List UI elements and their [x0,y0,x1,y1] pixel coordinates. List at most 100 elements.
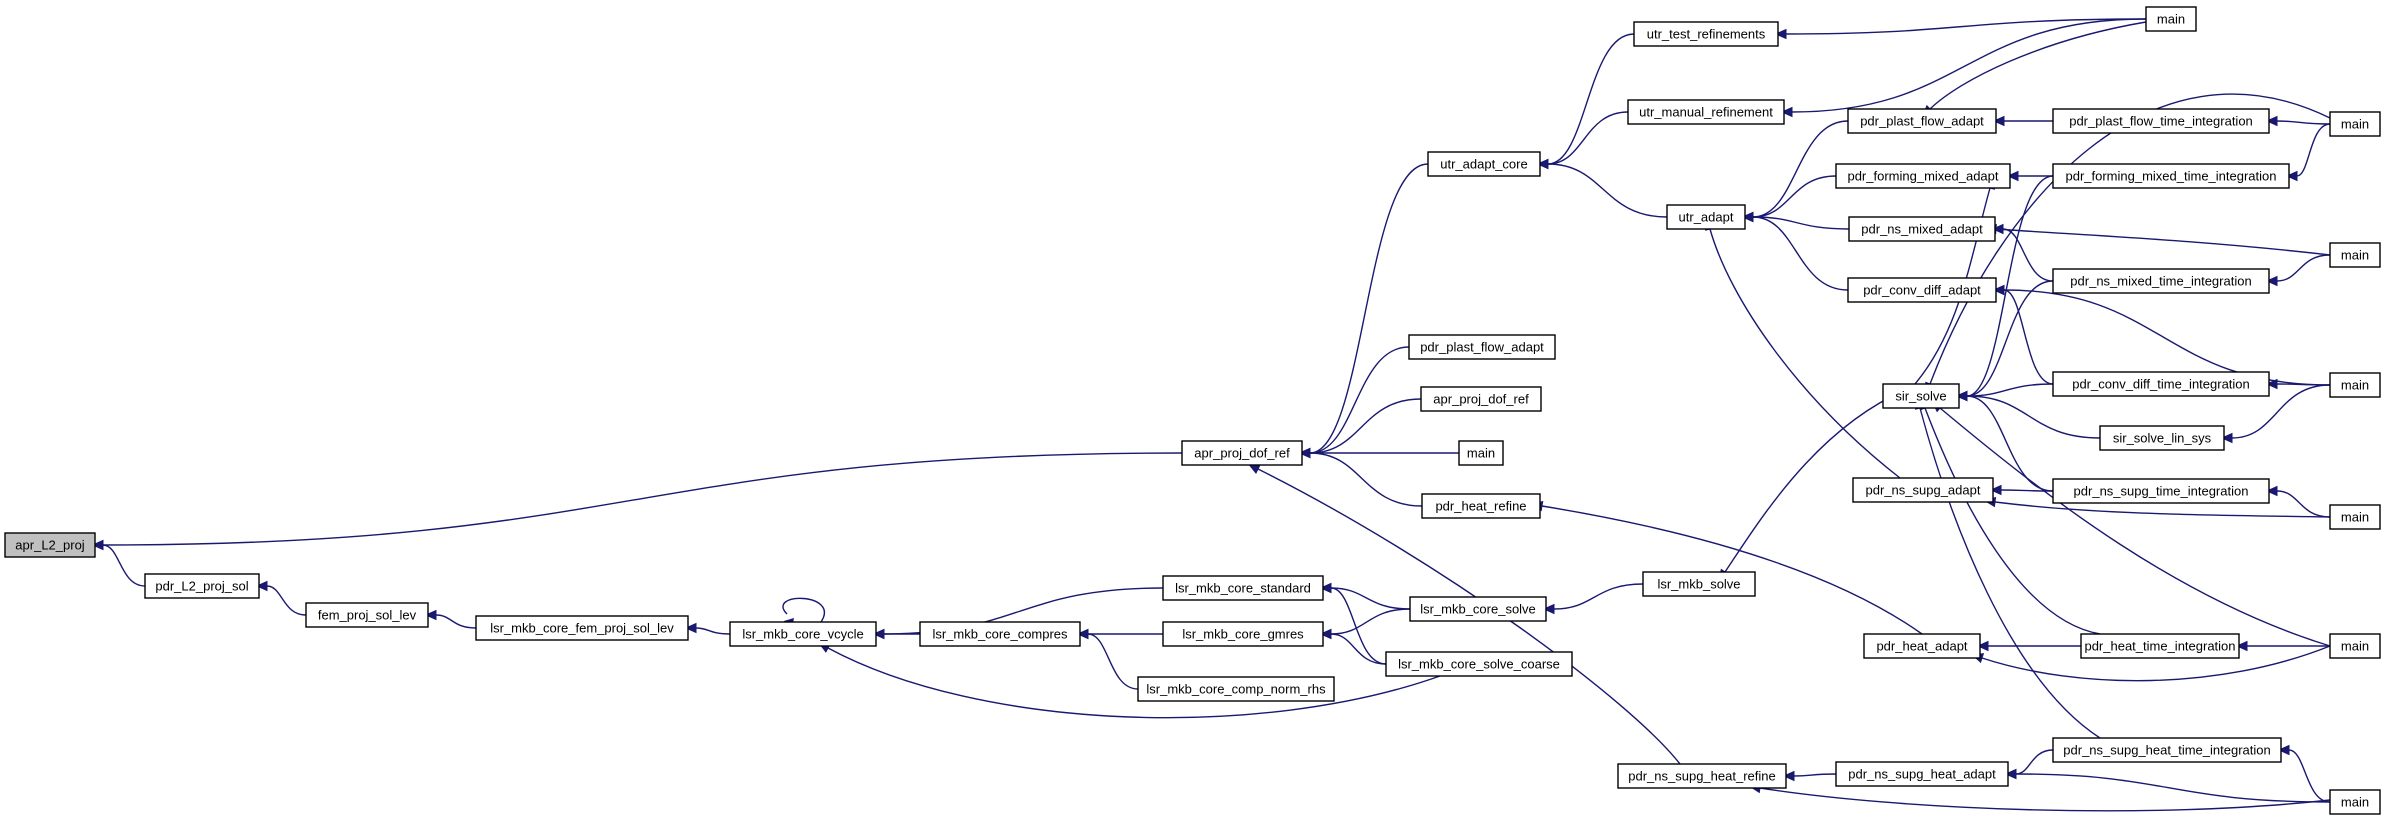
edge-main_c-to-sir_lin [2220,384,2331,444]
node-main[interactable]: main [1458,440,1504,466]
node-main[interactable]: main [2329,242,2381,268]
edge-nss_ti-to-sir [1955,390,2054,492]
node-pdr-ns-supg-heat-refine[interactable]: pdr_ns_supg_heat_refine [1617,763,1787,789]
arrowhead [1989,484,2002,496]
node-pdr-ns-mixed-adapt[interactable]: pdr_ns_mixed_adapt [1848,216,1996,242]
arrowhead [1991,223,2004,235]
edge-main_a-to-plast_ti [2265,115,2331,127]
node-lsr-mkb-core-fem-proj-sol-lev[interactable]: lsr_mkb_core_fem_proj_sol_lev [475,615,689,641]
node-lsr-mkb-core-solve-coarse[interactable]: lsr_mkb_core_solve_coarse [1385,651,1573,677]
node-lsr-mkb-core-gmres[interactable]: lsr_mkb_core_gmres [1162,621,1324,647]
edge-main_c-to-cd_ti [2265,378,2331,390]
node-box [1847,277,1997,303]
node-pdr-plast-flow-time-integration[interactable]: pdr_plast_flow_time_integration [2052,108,2270,134]
node-box [2329,633,2381,659]
edge-main_e-to-heat_ti [2235,640,2330,652]
node-lsr-mkb-solve[interactable]: lsr_mkb_solve [1642,571,1756,597]
node-pdr-forming-mixed-time-integration[interactable]: pdr_forming_mixed_time_integration [2052,163,2290,189]
node-pdr-ns-supg-time-integration[interactable]: pdr_ns_supg_time_integration [2052,478,2270,504]
arrowhead [1976,640,1989,652]
node-fem-proj-sol-lev[interactable]: fem_proj_sol_lev [305,602,429,628]
node-pdr-ns-supg-heat-adapt[interactable]: pdr_ns_supg_heat_adapt [1835,761,2009,787]
arrowhead [2265,485,2278,497]
node-lsr-mkb-core-vcycle[interactable]: lsr_mkb_core_vcycle [729,621,877,647]
node-pdr-plast-flow-adapt[interactable]: pdr_plast_flow_adapt [1408,334,1556,360]
node-label: pdr_ns_supg_adapt [1866,483,1981,498]
node-label: pdr_plast_flow_adapt [1860,114,1984,129]
node-pdr-l2-proj-sol[interactable]: pdr_L2_proj_sol [144,573,260,599]
node-label: pdr_conv_diff_time_integration [2072,377,2250,392]
node-utr-test-refinements[interactable]: utr_test_refinements [1633,21,1779,47]
arrowhead [1992,115,2005,127]
node-lsr-mkb-core-standard[interactable]: lsr_mkb_core_standard [1162,575,1324,601]
node-utr-adapt-core[interactable]: utr_adapt_core [1427,151,1541,177]
node-label: main [1467,446,1495,461]
node-pdr-conv-diff-time-integration[interactable]: pdr_conv_diff_time_integration [2052,371,2270,397]
node-pdr-heat-refine[interactable]: pdr_heat_refine [1421,493,1541,519]
node-box [2329,372,2381,398]
node-pdr-ns-mixed-time-integration[interactable]: pdr_ns_mixed_time_integration [2052,268,2270,294]
edge-main_f-to-nsh_ref [1748,782,2331,812]
node-pdr-ns-supg-heat-time-integration[interactable]: pdr_ns_supg_heat_time_integration [2052,737,2282,763]
node-label: main [2341,378,2369,393]
node-lsr-mkb-core-comp-norm-rhs[interactable]: lsr_mkb_core_comp_norm_rhs [1137,676,1335,702]
node-apr-proj-dof-ref[interactable]: apr_proj_dof_ref [1420,386,1542,412]
node-box [2052,163,2290,189]
node-utr-adapt[interactable]: utr_adapt [1666,204,1746,230]
edge-utr_adapt-to-utr_core [1536,158,1668,218]
node-label: pdr_conv_diff_adapt [1863,283,1981,298]
arrowhead [424,609,437,621]
node-box [4,532,96,558]
node-label: pdr_L2_proj_sol [155,579,248,594]
node-box [2080,633,2240,659]
node-label: utr_test_refinements [1647,27,1766,42]
node-box [1863,633,1981,659]
node-pdr-heat-time-integration[interactable]: pdr_heat_time_integration [2080,633,2240,659]
edge-lsolve-to-csolve [1542,583,1644,615]
node-main[interactable]: main [2329,504,2381,530]
node-box [1835,761,2009,787]
node-box [1385,651,1573,677]
node-apr-proj-dof-ref[interactable]: apr_proj_dof_ref [1181,440,1303,466]
node-box [1835,163,2011,189]
edge-form_ti-to-form_adapt [2006,170,2054,182]
node-box [2329,504,2381,530]
node-box [144,573,260,599]
node-main[interactable]: main [2329,633,2381,659]
node-pdr-conv-diff-adapt[interactable]: pdr_conv_diff_adapt [1847,277,1997,303]
node-main[interactable]: main [2145,6,2197,32]
node-pdr-heat-adapt[interactable]: pdr_heat_adapt [1863,633,1981,659]
edge-main_t-to-utr_manual [1780,18,2147,118]
node-label: lsr_mkb_core_comp_norm_rhs [1146,682,1326,697]
node-sir-solve[interactable]: sir_solve [1882,383,1960,409]
node-pdr-ns-supg-adapt[interactable]: pdr_ns_supg_adapt [1852,477,1994,503]
node-box [1666,204,1746,230]
node-box [2052,108,2270,134]
node-pdr-plast-flow-adapt[interactable]: pdr_plast_flow_adapt [1847,108,1997,134]
node-lsr-mkb-core-compres[interactable]: lsr_mkb_core_compres [919,621,1081,647]
node-label: apr_proj_dof_ref [1194,446,1290,461]
node-box [1848,216,1996,242]
node-box [1162,575,1324,601]
node-main[interactable]: main [2329,789,2381,815]
node-pdr-forming-mixed-adapt[interactable]: pdr_forming_mixed_adapt [1835,163,2011,189]
arrowhead [2265,115,2278,127]
node-main[interactable]: main [2329,372,2381,398]
node-lsr-mkb-core-solve[interactable]: lsr_mkb_core_solve [1409,596,1547,622]
node-label: lsr_mkb_core_compres [932,627,1068,642]
edge-main_f-to-nsh_ti [2277,744,2331,803]
edge-utr_manual-to-utr_core [1536,111,1629,170]
edge-heat_ti-to-sir [1920,397,2101,635]
edge-coarse-to-std [1319,582,1387,665]
node-label: main [2341,248,2369,263]
arrowhead [1741,211,1754,223]
node-apr-l2-proj[interactable]: apr_L2_proj [4,532,96,558]
node-sir-solve-lin-sys[interactable]: sir_solve_lin_sys [2099,425,2225,451]
node-box [1427,151,1541,177]
arrowhead [2220,432,2233,444]
edge-nsh_adapt-to-nsh_ref [1782,770,1837,782]
node-utr-manual-refinement[interactable]: utr_manual_refinement [1627,99,1785,125]
node-main[interactable]: main [2329,111,2381,137]
node-box [919,621,1081,647]
